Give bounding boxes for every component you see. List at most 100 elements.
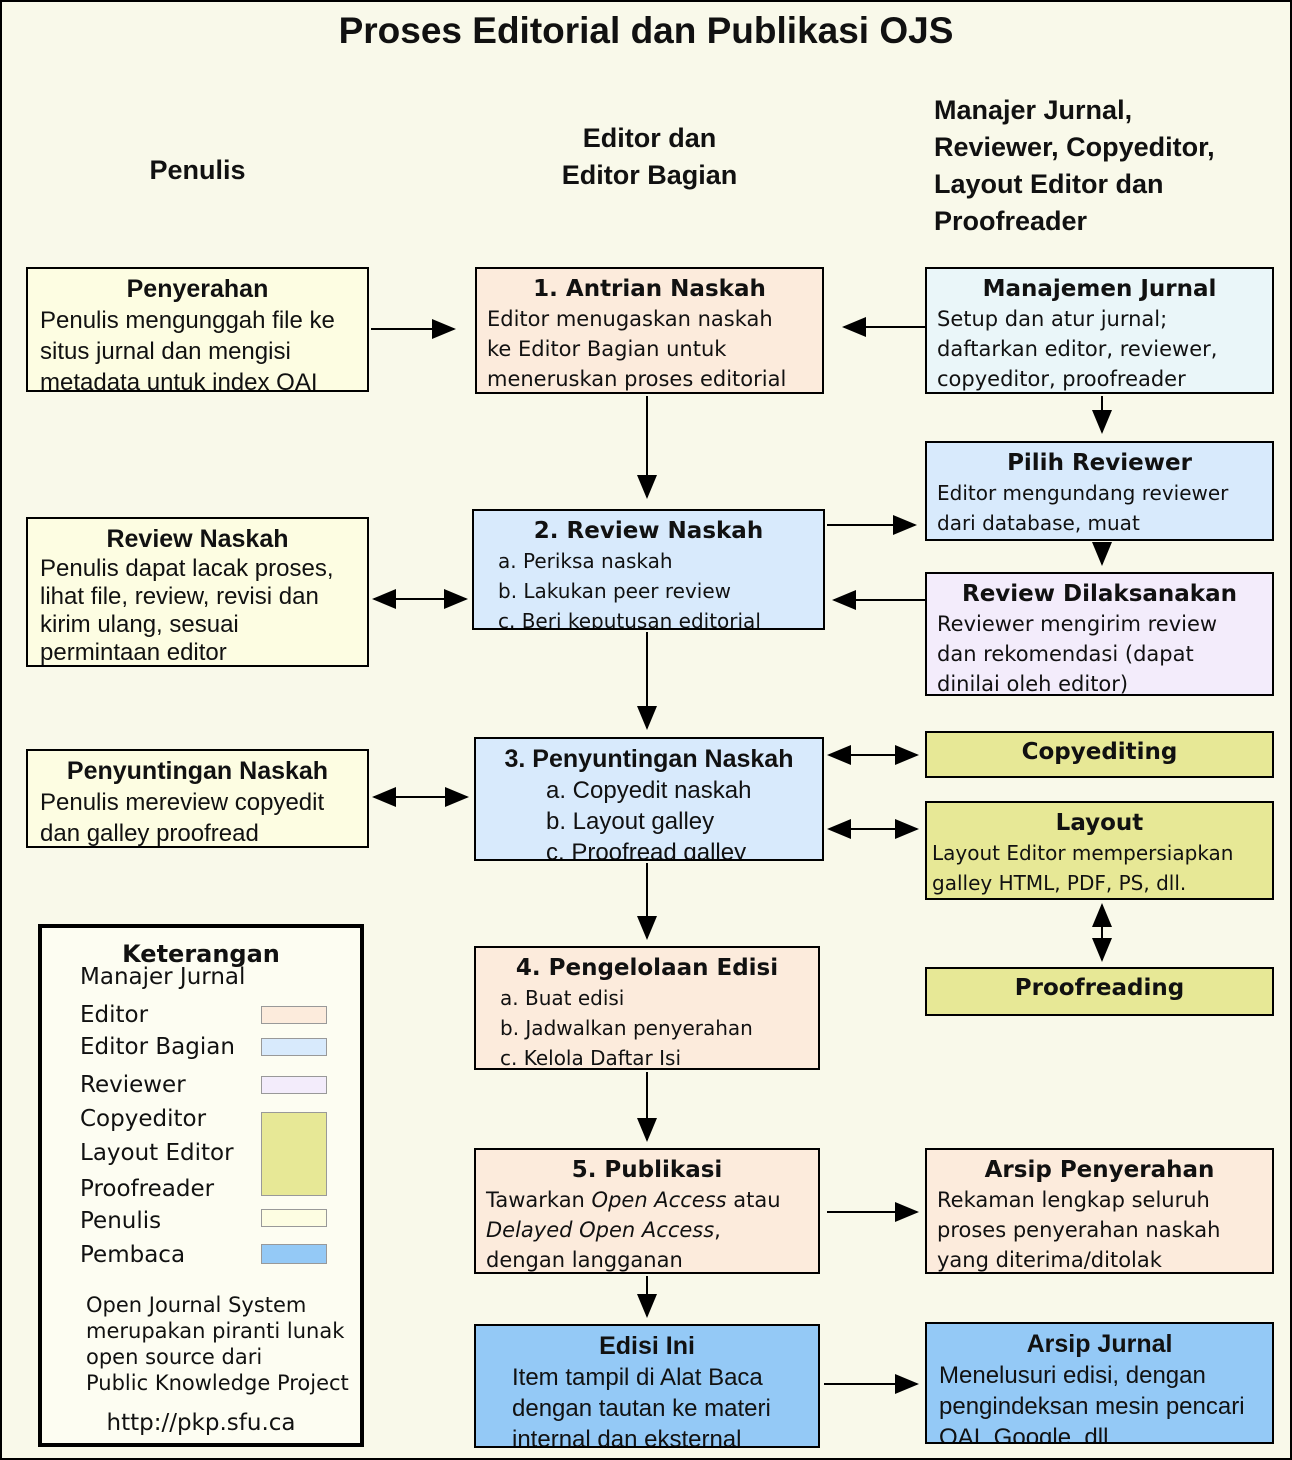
box-line: dengan tautan ke materi: [512, 1395, 771, 1422]
box-line: Delayed Open Access,: [476, 1215, 818, 1245]
legend-footer-line: Open Journal System: [86, 1293, 307, 1317]
box-title: Proofreading: [1014, 975, 1185, 1001]
box-line: Penulis dapat lacak proses,: [40, 555, 334, 582]
box-line: OAI, Google, dll: [939, 1424, 1109, 1444]
box-pilih-reviewer: Pilih Reviewer Editor mengundang reviewe…: [925, 441, 1274, 541]
box-title: 5. Publikasi: [571, 1157, 723, 1183]
page-title: Proses Editorial dan Publikasi OJS: [338, 10, 954, 51]
box-manajemen-jurnal: Manajemen Jurnal Setup dan atur jurnal; …: [925, 267, 1274, 394]
box-title: Penyerahan: [126, 275, 269, 303]
box-line: pengindeksan mesin pencari: [939, 1393, 1245, 1420]
column-header-editor-line1: Editor dan: [582, 123, 717, 153]
text-segment-italic: Open Access: [591, 1188, 727, 1212]
box-line: ke Editor Bagian untuk: [487, 337, 727, 361]
box-title: Layout: [1055, 810, 1144, 836]
box-line: Setup dan atur jurnal;: [937, 307, 1168, 331]
text-segment: ,: [714, 1218, 721, 1242]
box-layout: Layout Layout Editor mempersiapkan galle…: [925, 801, 1274, 900]
box-line: Rekaman lengkap seluruh: [937, 1188, 1210, 1212]
legend-swatch-reviewer: [261, 1076, 327, 1094]
legend-footer: Open Journal System merupakan piranti lu…: [86, 1292, 349, 1396]
box-line: situs jurnal dan mengisi: [40, 338, 291, 365]
legend-label-manajer-jurnal: Manajer Jurnal: [80, 964, 246, 990]
text-segment: Tawarkan: [486, 1188, 592, 1212]
box-line: Tawarkan Open Access atau: [476, 1185, 818, 1215]
box-line: b. Jadwalkan penyerahan: [500, 1016, 753, 1040]
box-line: dinilai oleh editor): [937, 672, 1129, 696]
box-title: 3. Penyuntingan Naskah: [504, 745, 794, 773]
box-proofreading: Proofreading: [925, 967, 1274, 1016]
legend-footer-line: open source dari: [86, 1345, 263, 1369]
legend-label-editor-bagian: Editor Bagian: [80, 1034, 235, 1060]
box-title: 2. Review Naskah: [533, 518, 764, 544]
column-header-penulis: Penulis: [149, 155, 246, 185]
box-review-dilaksanakan: Review Dilaksanakan Reviewer mengirim re…: [925, 572, 1274, 696]
box-title: Review Naskah: [106, 525, 289, 553]
column-header-others: Manajer Jurnal, Reviewer, Copyeditor, La…: [934, 92, 1215, 240]
box-line: Penulis mengunggah file ke: [40, 307, 335, 334]
box-title: Copyediting: [1021, 739, 1178, 765]
box-title: 4. Pengelolaan Edisi: [515, 955, 779, 981]
box-copyediting: Copyediting: [925, 731, 1274, 778]
legend-label-layout-editor: Layout Editor: [80, 1140, 234, 1166]
legend-swatch-editor-bagian: [261, 1038, 327, 1056]
box-line: Editor menugaskan naskah: [487, 307, 773, 331]
box-line: daftarkan editor, reviewer,: [937, 337, 1218, 361]
legend: Keterangan Manajer Jurnal Editor Editor …: [38, 924, 364, 1447]
column-header-others-line4: Proofreader: [934, 206, 1088, 236]
box-line: lihat file, review, revisi dan: [40, 583, 319, 610]
box-line: a. Copyedit naskah: [546, 777, 752, 804]
box-line: Item tampil di Alat Baca: [512, 1364, 763, 1391]
box-line: c. Proofread galley: [546, 839, 747, 861]
box-line: dan galley proofread: [40, 820, 259, 847]
legend-title: Keterangan: [122, 940, 280, 968]
box-publikasi: 5. Publikasi Tawarkan Open Access atau D…: [474, 1148, 820, 1274]
box-line: dan rekomendasi (dapat: [937, 642, 1194, 666]
legend-label-editor: Editor: [80, 1002, 149, 1028]
column-header-editor-line2: Editor Bagian: [561, 160, 738, 190]
legend-label-copyeditor: Copyeditor: [80, 1106, 207, 1132]
box-title: Pilih Reviewer: [1007, 450, 1192, 476]
box-title: Arsip Penyerahan: [984, 1157, 1215, 1183]
legend-swatch-copyeditor-layout-proofreader: [261, 1112, 327, 1196]
legend-swatch-penulis: [261, 1209, 327, 1227]
box-antrian-naskah: 1. Antrian Naskah Editor menugaskan nask…: [475, 267, 824, 394]
box-line: b. Lakukan peer review: [498, 579, 731, 603]
box-title: Manajemen Jurnal: [982, 276, 1217, 302]
legend-swatch-pembaca: [261, 1244, 327, 1264]
box-line: galley HTML, PDF, PS, dll.: [932, 871, 1187, 895]
box-review-naskah-editor: 2. Review Naskah a. Periksa naskah b. La…: [472, 509, 825, 630]
box-arsip-jurnal: Arsip Jurnal Menelusuri edisi, dengan pe…: [925, 1322, 1274, 1444]
box-title: Edisi Ini: [599, 1332, 695, 1360]
box-line: a. Buat edisi: [500, 986, 625, 1010]
box-line: meneruskan proses editorial: [487, 367, 787, 391]
box-line: dengan langganan: [486, 1248, 683, 1272]
box-title: Review Dilaksanakan: [961, 581, 1237, 607]
box-line: yang diterima/ditolak: [937, 1248, 1162, 1272]
text-segment-italic: Delayed Open Access: [486, 1218, 715, 1242]
box-title: Penyuntingan Naskah: [66, 757, 329, 785]
box-line: permintaan editor: [40, 639, 227, 666]
box-penyuntingan-penulis: Penyuntingan Naskah Penulis mereview cop…: [26, 749, 369, 848]
legend-label-proofreader: Proofreader: [80, 1176, 215, 1202]
box-line: b. Layout galley: [546, 808, 715, 835]
box-line: proses penyerahan naskah: [937, 1218, 1221, 1242]
box-line: dari database, muat: [937, 511, 1140, 535]
legend-footer-line: merupakan piranti lunak: [86, 1319, 345, 1343]
column-header-editor: Editor dan Editor Bagian: [475, 120, 824, 194]
box-title: 1. Antrian Naskah: [533, 276, 766, 302]
box-line: Editor mengundang reviewer: [937, 481, 1229, 505]
box-review-naskah-penulis: Review Naskah Penulis dapat lacak proses…: [26, 517, 369, 667]
box-line: metadata untuk index OAI: [40, 369, 318, 392]
box-pengelolaan-edisi: 4. Pengelolaan Edisi a. Buat edisi b. Ja…: [474, 946, 820, 1070]
legend-label-reviewer: Reviewer: [80, 1072, 186, 1098]
legend-url: http://pkp.sfu.ca: [106, 1410, 296, 1436]
box-line: internal dan eksternal: [512, 1426, 742, 1448]
text-segment: atau: [726, 1188, 781, 1212]
box-line: c. Beri keputusan editorial: [498, 609, 761, 630]
column-header-others-line1: Manajer Jurnal,: [934, 95, 1133, 125]
box-line: Penulis mereview copyedit: [40, 789, 325, 816]
box-line: kirim ulang, sesuai: [40, 611, 239, 638]
box-penyerahan: Penyerahan Penulis mengunggah file ke si…: [26, 267, 369, 392]
